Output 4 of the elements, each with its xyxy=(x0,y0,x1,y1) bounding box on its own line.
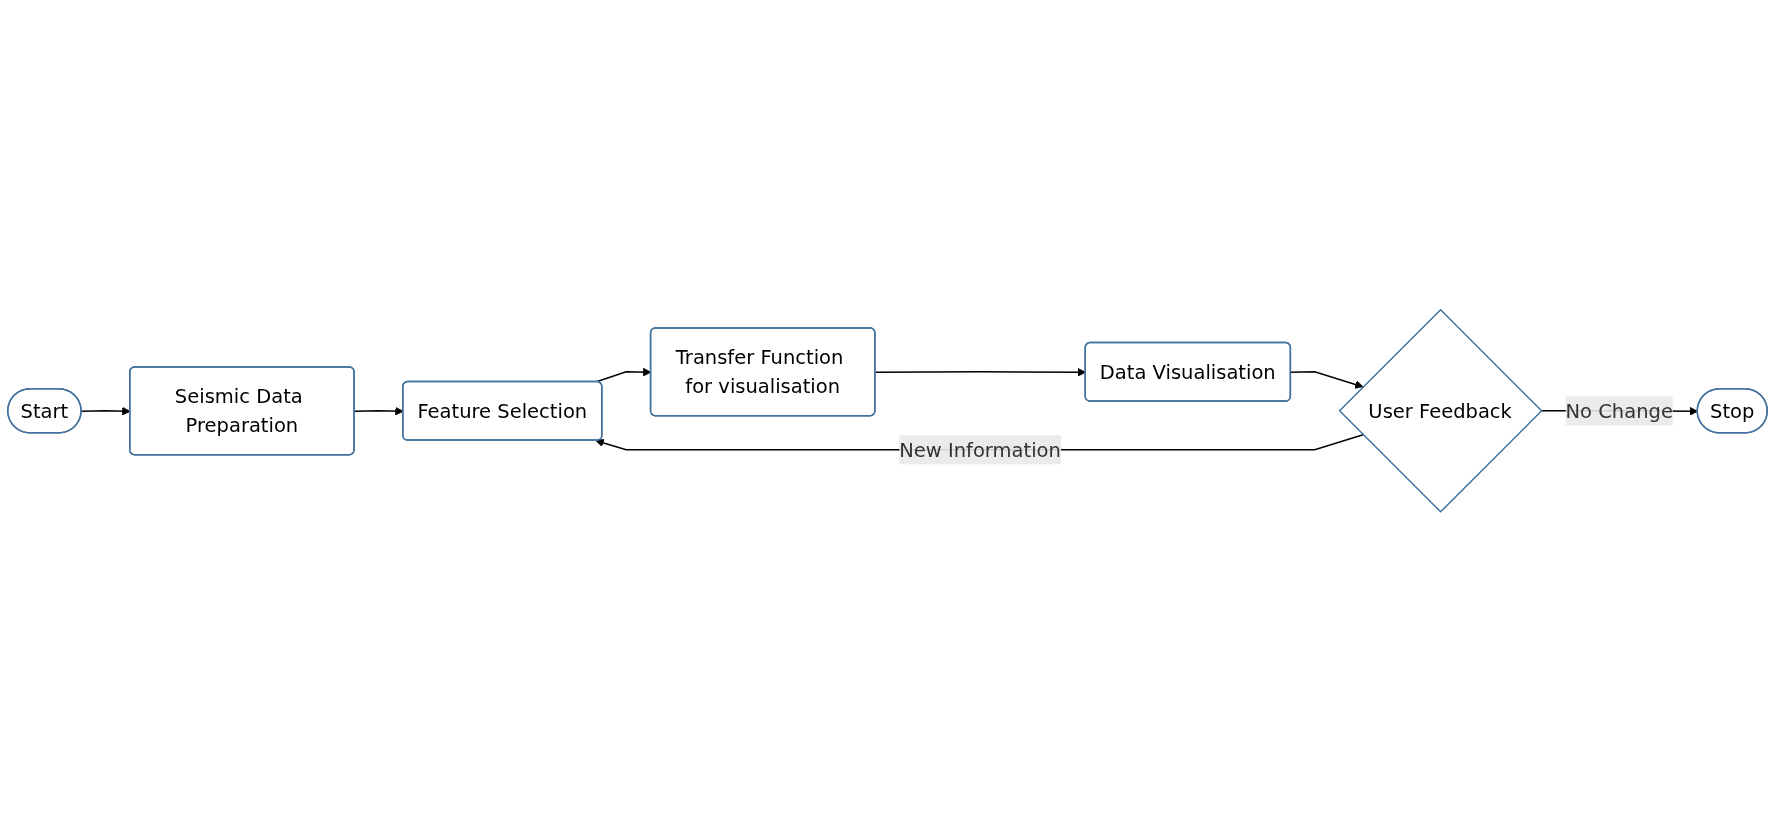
arrow xyxy=(1290,370,1364,389)
edge-label: No Change xyxy=(1565,398,1673,423)
edge-label: New Information xyxy=(899,437,1061,462)
node-diamond: User Feedback xyxy=(1338,308,1543,513)
